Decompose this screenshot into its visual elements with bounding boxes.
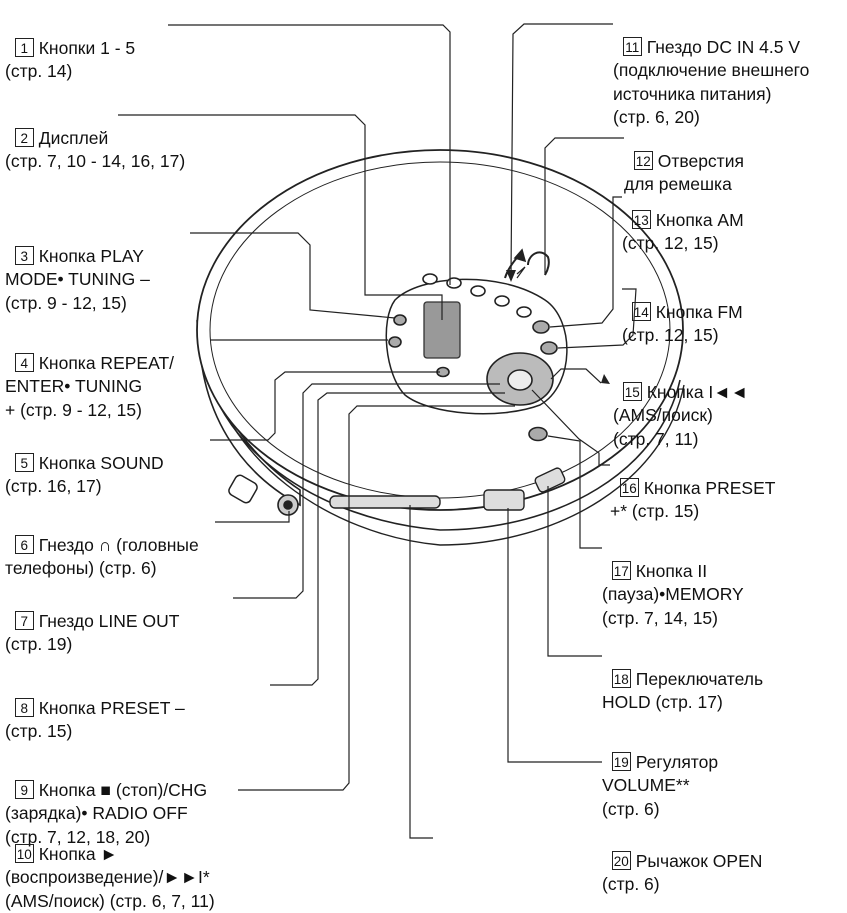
callout-number: 17 [611, 560, 631, 580]
callout-number: 11 [622, 36, 642, 56]
callout-label: Кнопка II (пауза)•MEMORY (стр. 7, 14, 15… [602, 560, 744, 628]
callout-number: 18 [611, 668, 631, 688]
callout-number: 7 [14, 610, 34, 630]
callout-label: Кнопка I◄◄ (AMS/поиск) (стр. 7, 11) [613, 381, 748, 449]
callout-number: 12 [633, 150, 653, 170]
callout-number: 19 [611, 751, 631, 771]
callout-label: Кнопка ► (воспроизведение)/►►I* (AMS/пои… [5, 843, 215, 911]
callout-number: 20 [611, 850, 631, 870]
callout-number: 2 [14, 127, 34, 147]
callout-number: 3 [14, 245, 34, 265]
callout-label: Кнопка ■ (стоп)/CHG (зарядка)• RADIO OFF… [5, 779, 208, 847]
callout-label: Переключатель HOLD (стр. 17) [602, 668, 764, 713]
callout-number: 4 [14, 352, 34, 372]
callout-label: Регулятор VOLUME** (стр. 6) [602, 751, 719, 819]
callout-number: 16 [619, 477, 639, 497]
callout-number: 14 [631, 301, 651, 321]
callout-label: Гнездо DC IN 4.5 V (подключение внешнего… [613, 36, 810, 128]
callout-label: Кнопка FM (стр. 12, 15) [622, 301, 743, 346]
callout-label: Кнопка AM (стр. 12, 15) [622, 209, 744, 254]
player-diagram [118, 23, 685, 839]
callout-label: Отверстия для ремешка [624, 150, 744, 195]
callout-label: Кнопка REPEAT/ ENTER• TUNING + (стр. 9 -… [5, 352, 175, 420]
callout-number: 10 [14, 843, 34, 863]
callout-number: 1 [14, 37, 34, 57]
callout-number: 6 [14, 534, 34, 554]
callout-number: 8 [14, 697, 34, 717]
callout-label: Гнездо LINE OUT (стр. 19) [5, 610, 180, 655]
callout-label: Кнопка PRESET – (стр. 15) [5, 697, 185, 742]
callout-number: 9 [14, 779, 34, 799]
callout-number: 5 [14, 452, 34, 472]
callout-label: Кнопка PRESET +* (стр. 15) [610, 477, 776, 522]
callout-label: Кнопки 1 - 5 (стр. 14) [5, 37, 136, 82]
leader-lines [118, 23, 637, 839]
callout-label: Гнездо ∩ (головные телефоны) (стр. 6) [5, 534, 199, 579]
callout-number: 13 [631, 209, 651, 229]
leader-arrowheads [506, 270, 610, 384]
callout-label: Кнопка SOUND (стр. 16, 17) [5, 452, 164, 497]
callout-label: Кнопка PLAY MODE• TUNING – (стр. 9 - 12,… [5, 245, 150, 313]
callout-number: 15 [622, 381, 642, 401]
callout-label: Дисплей (стр. 7, 10 - 14, 16, 17) [5, 127, 186, 172]
